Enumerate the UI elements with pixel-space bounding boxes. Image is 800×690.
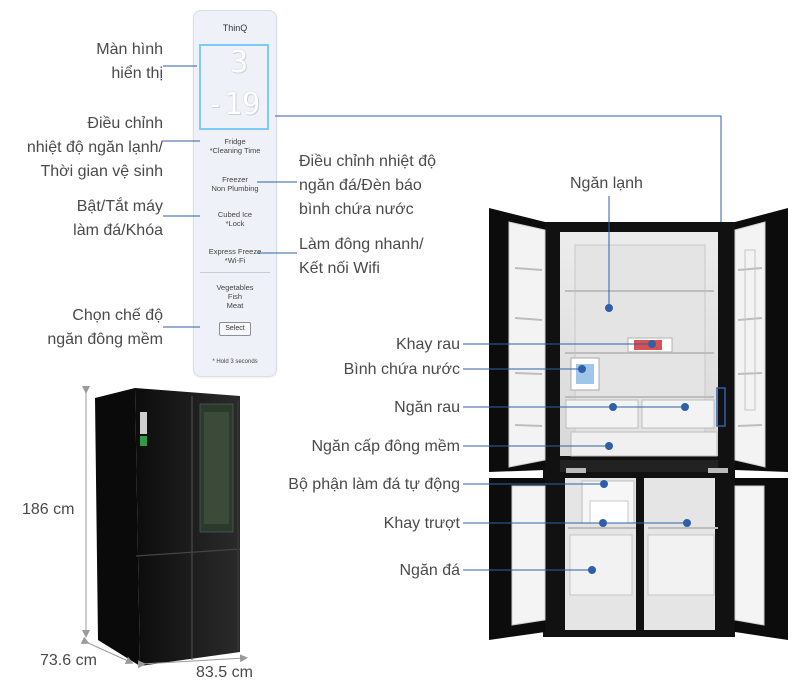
label-freezer-compartment: Ngăn đá xyxy=(399,562,461,579)
cubed-ice-button-sublabel: *Lock xyxy=(225,219,245,228)
express-freeze-button-sublabel: *Wi-Fi xyxy=(224,256,246,265)
freezer-button-label: Freezer xyxy=(222,175,248,184)
fridge-button-sublabel: *Cleaning Time xyxy=(209,146,261,155)
label-vegetable-drawer: Ngăn rau xyxy=(394,399,460,416)
select-button[interactable]: Select xyxy=(219,322,251,336)
panel-divider xyxy=(200,272,270,273)
label-soft-freeze-drawer: Ngăn cấp đông mềm xyxy=(311,438,460,455)
closed-fridge-illustration xyxy=(95,388,241,666)
depth-dimension: 73.6 cm xyxy=(40,652,97,669)
display-freezer-temp: -19 xyxy=(206,87,261,122)
width-dimension: 83.5 cm xyxy=(196,664,253,681)
height-dimension: 186 cm xyxy=(22,501,75,518)
label-fridge-compartment: Ngăn lạnh xyxy=(570,175,643,192)
express-freeze-button-label: Express Freeze xyxy=(208,247,262,256)
mode-vegetables: Vegetables xyxy=(216,283,254,292)
fridge-callout-lines xyxy=(463,196,691,574)
express-freeze-button[interactable]: Express Freeze *Wi-Fi xyxy=(194,247,276,265)
label-water-tank: Bình chứa nước xyxy=(343,361,460,378)
display-fridge-temp: 3 xyxy=(230,45,249,80)
cubed-ice-button[interactable]: Cubed Ice *Lock xyxy=(194,210,276,228)
control-panel: ThinQ 3 -19 Fridge *Cleaning Time Freeze… xyxy=(193,10,277,377)
fridge-button[interactable]: Fridge *Cleaning Time xyxy=(194,137,276,155)
mode-meat: Meat xyxy=(226,301,244,310)
freezer-button-sublabel: Non Plumbing xyxy=(211,184,259,193)
hold-note: * Hold 3 seconds xyxy=(212,359,258,365)
mode-fish: Fish xyxy=(227,292,243,301)
display-highlight-box xyxy=(199,44,269,130)
cubed-ice-button-label: Cubed Ice xyxy=(217,210,253,219)
freezer-button[interactable]: Freezer Non Plumbing xyxy=(194,175,276,193)
open-fridge-illustration xyxy=(489,208,788,640)
label-auto-ice-maker: Bộ phận làm đá tự động xyxy=(288,476,460,493)
panel-brand: ThinQ xyxy=(222,23,248,33)
fridge-button-label: Fridge xyxy=(224,137,246,146)
dimension-lines xyxy=(80,386,248,669)
label-express-freeze: Làm đông nhanh/Kết nối Wifi xyxy=(299,236,424,277)
soft-freeze-mode-list: Vegetables Fish Meat xyxy=(194,283,276,310)
label-slide-tray: Khay trượt xyxy=(383,515,460,532)
label-vegetable-tray: Khay rau xyxy=(395,336,460,353)
